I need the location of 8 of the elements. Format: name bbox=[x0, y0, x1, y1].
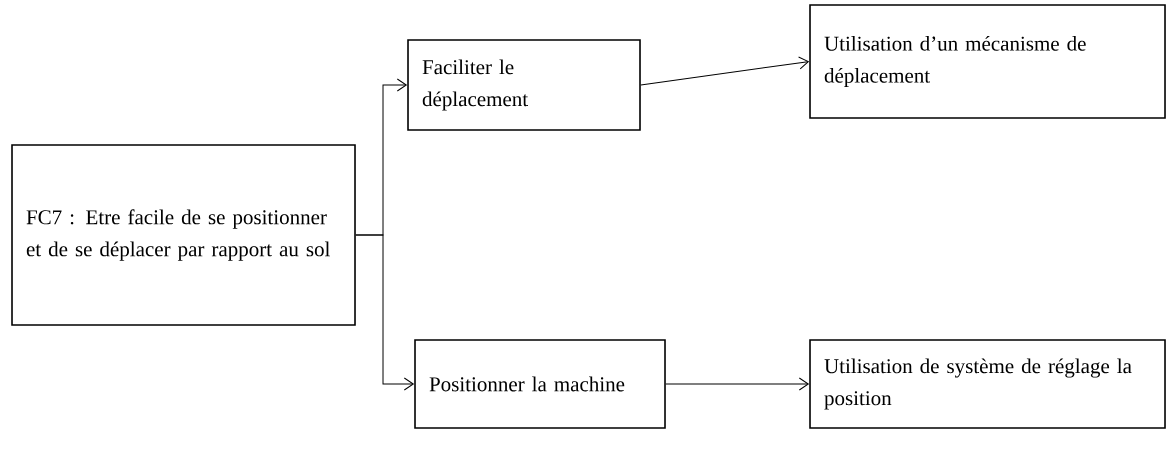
process-box: Utilisation de système de réglage la position bbox=[809, 339, 1166, 429]
arrow bbox=[355, 234, 414, 391]
arrow bbox=[665, 377, 809, 391]
process-box: Positionner la machine bbox=[414, 339, 666, 429]
arrow bbox=[640, 56, 809, 86]
process-box: FC7 : Etre facile de se positionner et de se déplacer par rapport au sol bbox=[11, 144, 356, 326]
process-box: Faciliter le déplacement bbox=[407, 39, 641, 131]
process-box: Utilisation d’un mécanisme de déplacement bbox=[809, 4, 1166, 119]
